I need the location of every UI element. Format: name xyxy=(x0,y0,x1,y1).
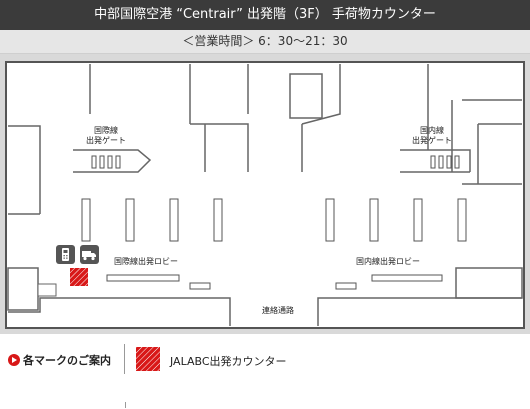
legend-divider xyxy=(124,344,125,374)
page-title: 中部国際空港 “Centrair” 出発階（3F） 手荷物カウンター xyxy=(0,0,530,30)
legend-item-label: JALABC出発カウンター xyxy=(170,355,287,368)
left-room xyxy=(7,267,39,311)
dom-gate-slots xyxy=(430,155,460,169)
arrow-right-icon xyxy=(8,354,20,366)
footer-tick xyxy=(125,402,126,408)
truck-icon xyxy=(80,245,99,264)
corridor-wall-left xyxy=(8,297,231,326)
floor-plan xyxy=(0,54,530,334)
intl-gate-wall xyxy=(73,149,152,173)
floor-outline xyxy=(5,61,525,329)
dom-lobby-label: 国内線出発ロビー xyxy=(356,257,420,266)
center-box xyxy=(289,73,323,119)
jalabc-swatch xyxy=(136,347,160,371)
dom-gate-label: 国内線 出発ゲート xyxy=(412,126,452,145)
corridor-label: 連絡通路 xyxy=(262,306,294,315)
intl-lobby-label: 国際線出発ロビー xyxy=(114,257,178,266)
floor-map: 国際線 出発ゲート 国内線 出発ゲート 国際線出発ロビー 国内線出発ロビー 連絡… xyxy=(0,54,530,334)
counters xyxy=(106,274,443,290)
checkin-pillars xyxy=(81,198,467,242)
legend: 各マークのご案内 JALABC出発カウンター xyxy=(0,338,530,382)
corridor-wall-right xyxy=(317,297,522,326)
left-wall xyxy=(8,125,41,214)
dom-gate-wall xyxy=(400,149,471,172)
legend-title: 各マークのご案内 xyxy=(8,352,111,368)
business-hours: ＜営業時間＞ 6：30〜21：30 xyxy=(0,30,530,54)
intl-gate-slots xyxy=(91,155,121,169)
right-room xyxy=(455,267,523,299)
intl-gate-label: 国際線 出発ゲート xyxy=(86,126,126,145)
phone-icon xyxy=(56,245,75,264)
jalabc-counter xyxy=(70,268,88,286)
